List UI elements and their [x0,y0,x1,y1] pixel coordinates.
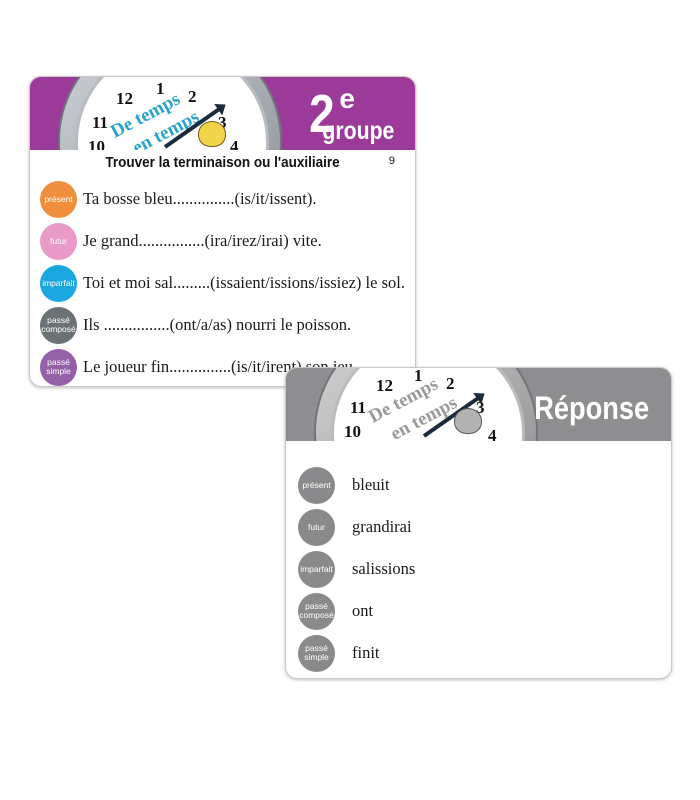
question-row: futur Je grand................(ira/irez/… [40,220,415,262]
tense-badge: passé simple [40,348,77,386]
clock-number: 12 [376,376,393,395]
clock-number: 4 [488,426,497,441]
clock-number: 10 [344,422,361,441]
clock-face [75,77,269,150]
question-row: présent Ta bosse bleu...............(is/… [40,178,415,220]
clock-number: 1 [156,79,165,98]
group-label: groupe [322,117,395,145]
tense-badge: présent [298,466,335,504]
clock-number: 2 [188,87,197,106]
question-text: Je grand................(ira/irez/irai) … [83,231,322,250]
answer-text: salissions [352,559,416,578]
answer-text: finit [352,643,380,662]
answer-list: présent bleuit futur grandirai imparfait… [298,464,671,674]
question-text: Ils ................(ont/a/as) nourri le… [83,315,352,334]
tense-badge: présent [40,180,77,218]
tense-badge: futur [298,508,335,546]
bird-icon [454,408,482,434]
tense-badge: futur [40,222,77,260]
answer-text: ont [352,601,374,620]
group-superscript: e [339,83,355,114]
clock-number: 3 [218,113,227,132]
clock-number: 11 [92,113,109,132]
tense-badge: passé simple [298,634,335,672]
response-card: 10 11 12 1 2 3 4 De temps en temps Répon… [285,367,672,679]
tense-badge: imparfait [298,550,335,588]
card-number: 9 [388,155,395,167]
response-banner: 10 11 12 1 2 3 4 De temps en temps Répon… [286,368,671,441]
clock-number: 3 [476,398,485,417]
tense-badge: passé composé [298,592,335,630]
clock-number: 1 [414,368,423,385]
instruction-heading: Trouver la terminaison ou l'auxiliaire [105,154,340,171]
answer-row: futur grandirai [298,506,671,548]
question-list: présent Ta bosse bleu...............(is/… [40,178,415,386]
clock-number: 2 [446,374,455,393]
group-number: 2 [309,84,335,144]
response-title: Réponse [534,390,649,426]
question-row: passé composé Ils ................(ont/a… [40,304,415,346]
question-banner: 10 11 12 1 2 3 4 De temps en temps 2 e g… [30,77,415,150]
clock-number: 11 [350,398,367,417]
clock-number: 10 [88,137,105,150]
clock-number: 4 [230,137,239,150]
bird-icon [198,121,226,147]
answer-row: imparfait salissions [298,548,671,590]
question-row: imparfait Toi et moi sal.........(issaie… [40,262,415,304]
tense-badge: imparfait [40,264,77,302]
tense-badge: passé composé [40,306,77,344]
question-text: Ta bosse bleu...............(is/it/issen… [83,189,317,208]
answer-row: présent bleuit [298,464,671,506]
answer-row: passé simple finit [298,632,671,674]
answer-row: passé composé ont [298,590,671,632]
question-card: 10 11 12 1 2 3 4 De temps en temps 2 e g… [29,76,416,387]
answer-text: bleuit [352,475,390,494]
answer-text: grandirai [352,517,412,536]
question-text: Toi et moi sal.........(issaient/issions… [83,273,405,292]
clock-number: 12 [116,89,133,108]
